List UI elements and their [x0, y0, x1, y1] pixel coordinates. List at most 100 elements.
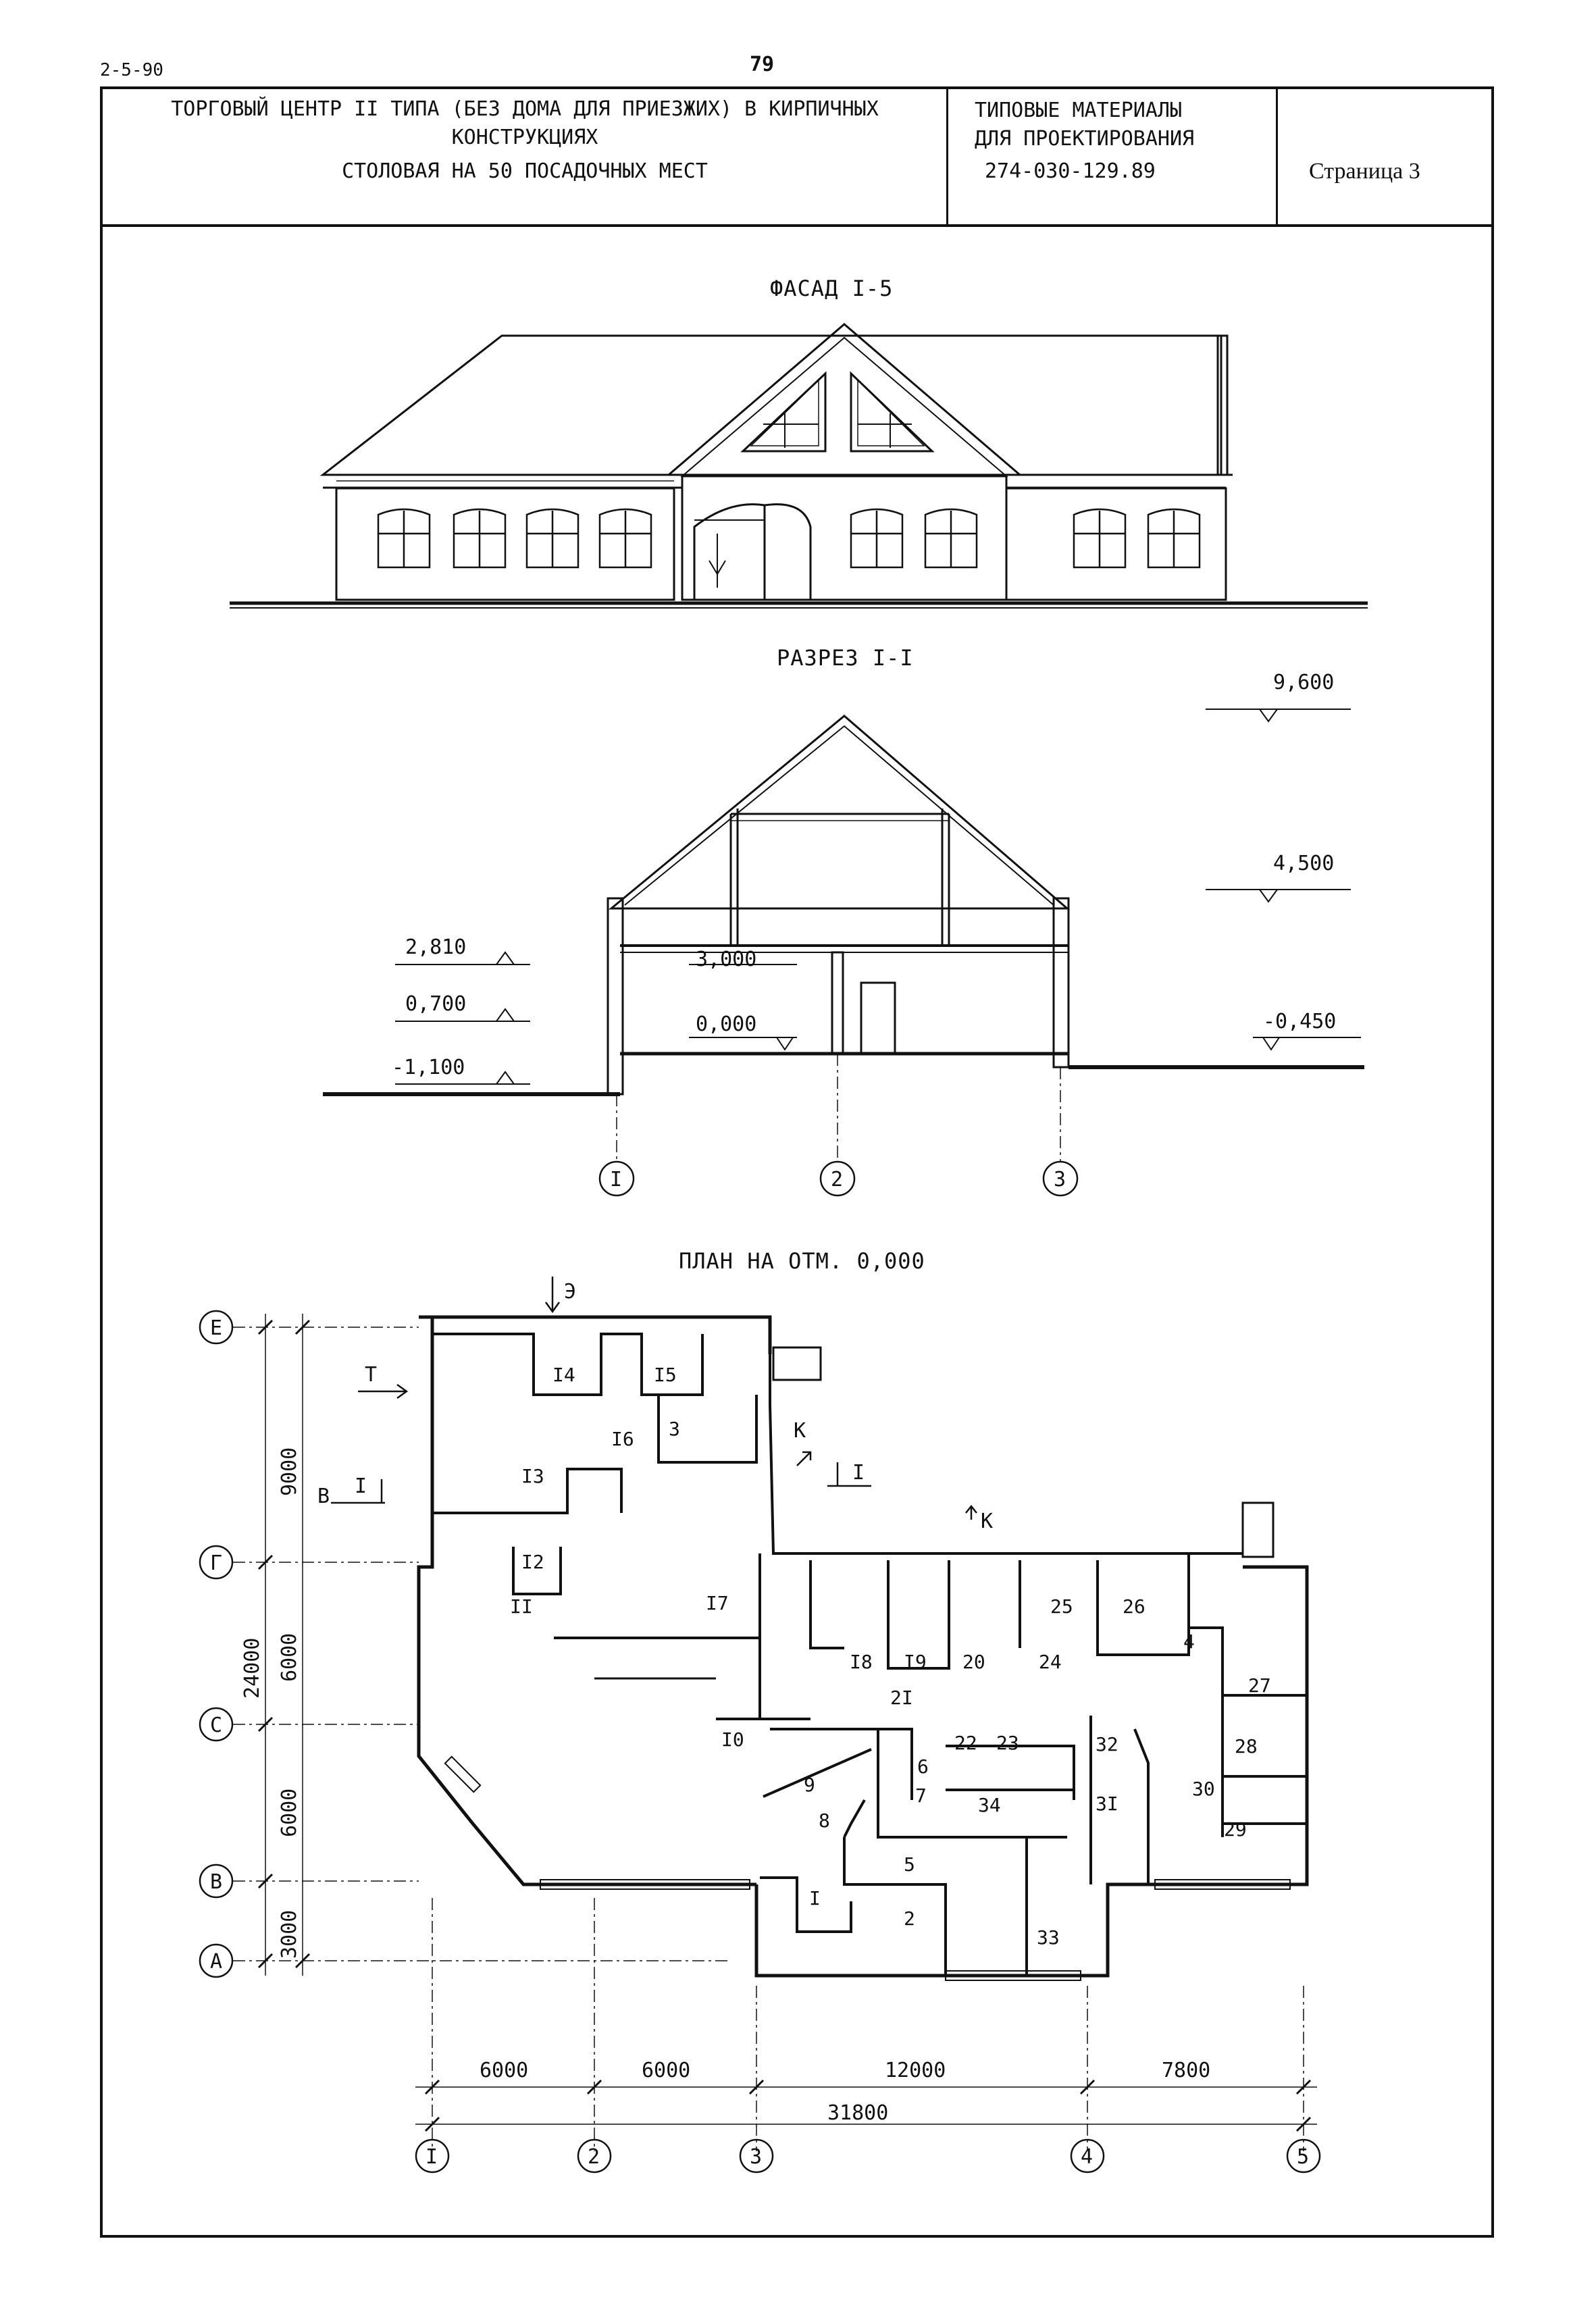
plan-row-axis-circle-g: [199, 1545, 234, 1580]
facade-right-wing: [1005, 487, 1227, 601]
facade-chimney: [1216, 334, 1229, 476]
row-dim-9000: 9000: [278, 1447, 301, 1496]
room-1: I: [809, 1887, 821, 1909]
section-axis-label-1: I: [610, 1168, 622, 1191]
room-12: I2: [521, 1551, 544, 1573]
room-numbers: I 2 3 4 5 6 7 8 9 I0 II I2 I3 I4 I5 I6 I…: [510, 1364, 1271, 1949]
room-10: I0: [721, 1728, 744, 1751]
row-axis-label-e: Е: [210, 1316, 222, 1340]
row-dim-total: 24000: [240, 1638, 264, 1699]
level-0000: 0,000: [696, 1012, 756, 1036]
room-32: 32: [1096, 1733, 1118, 1755]
section-axis-circle-1: [598, 1160, 635, 1197]
page-number: 79: [750, 53, 775, 76]
cut-mark-left: I: [355, 1474, 367, 1498]
facade-elevation: [230, 323, 1368, 609]
facade-gable-window-right: [850, 371, 935, 453]
room-21: 2I: [890, 1687, 913, 1709]
col-axis-label-3: 3: [750, 2145, 762, 2169]
section-roof: [608, 715, 1071, 910]
materials-line1: ТИПОВЫЕ МАТЕРИАЛЫ: [975, 99, 1183, 122]
level-9600: 9,600: [1273, 671, 1334, 694]
row-dim-6000-a: 6000: [278, 1633, 301, 1682]
room-9: 9: [804, 1774, 815, 1796]
plan-col-axis-circle-2: [577, 2138, 612, 2174]
room-31: 3I: [1096, 1793, 1118, 1815]
col-dim-total: 31800: [827, 2101, 888, 2125]
room-27: 27: [1248, 1674, 1271, 1697]
plan-dimension-grid: [199, 1310, 1321, 2174]
level-2810: 2,810: [405, 935, 466, 959]
section-drawing: [323, 709, 1364, 1197]
section-door: [860, 981, 896, 1055]
facade-windows: [377, 508, 1201, 569]
plan-row-axis-circle-e: [199, 1310, 234, 1345]
section-axis-label-3: 3: [1054, 1168, 1066, 1191]
room-15: I5: [654, 1364, 677, 1386]
room-18: I8: [850, 1651, 873, 1673]
col-dim-12000: 12000: [885, 2059, 946, 2082]
title-divider-2: [1276, 86, 1278, 224]
room-2: 2: [904, 1907, 915, 1930]
col-axis-label-5: 5: [1297, 2145, 1309, 2169]
project-title-line1: ТОРГОВЫЙ ЦЕНТР II ТИПА (БЕЗ ДОМА ДЛЯ ПРИ…: [171, 97, 879, 121]
room-14: I4: [552, 1364, 575, 1386]
row-axis-label-a: А: [210, 1950, 222, 1974]
plan-col-axis-circle-3: [739, 2138, 774, 2174]
row-dim-6000-b: 6000: [278, 1789, 301, 1837]
plan-wall-north: [419, 1315, 772, 1354]
section-axis-circle-3: [1042, 1160, 1079, 1197]
facade-title: ФАСАД I-5: [770, 276, 894, 301]
room-34: 34: [978, 1794, 1001, 1816]
plan-glazing: [444, 1755, 1291, 1981]
room-16: I6: [611, 1428, 634, 1450]
facade-central-gable: [665, 323, 1023, 476]
level-0700: 0,700: [405, 992, 466, 1016]
section-axis-label-2: 2: [831, 1168, 843, 1191]
plan-stair-north: [772, 1346, 822, 1381]
level-markers: [395, 709, 1361, 1085]
section-labels: 2,810 0,700 -1,100 3,000 0,000 9,600 4,5…: [392, 671, 1336, 1191]
title-block: ТОРГОВЫЙ ЦЕНТР II ТИПА (БЕЗ ДОМА ДЛЯ ПРИ…: [100, 86, 1494, 227]
entrance-mark-k2: К: [981, 1510, 993, 1533]
materials-code: 274-030-129.89: [985, 159, 1156, 183]
room-22: 22: [954, 1732, 977, 1754]
plan-row-axis-circle-v: [199, 1863, 234, 1899]
col-axis-label-4: 4: [1081, 2145, 1093, 2169]
title-divider-1: [946, 86, 948, 224]
room-7: 7: [915, 1784, 927, 1807]
plan-wall-west: [417, 1317, 756, 1886]
entrance-mark-t: Т: [365, 1363, 377, 1387]
col-dim-7800: 7800: [1162, 2059, 1210, 2082]
level-minus-1100: -1,100: [392, 1056, 465, 1079]
plan-stair-east: [1241, 1501, 1275, 1558]
room-30: 30: [1192, 1778, 1215, 1800]
project-title-line2: КОНСТРУКЦИЯХ: [451, 126, 598, 149]
plan-markers: [331, 1277, 977, 1520]
facade-entrance-door: [693, 503, 766, 601]
entrance-mark-e: Э: [564, 1280, 576, 1304]
materials-line2: ДЛЯ ПРОЕКТИРОВАНИЯ: [975, 127, 1195, 151]
row-axis-label-s: С: [210, 1714, 222, 1737]
plan-col-axis-circle-4: [1070, 2138, 1105, 2174]
cut-mark-right: I: [852, 1461, 865, 1485]
entrance-mark-k1: К: [794, 1419, 806, 1443]
row-axis-label-v: В: [210, 1870, 222, 1894]
room-17: I7: [706, 1592, 729, 1614]
room-8: 8: [819, 1809, 830, 1832]
facade-main-roof: [319, 334, 1222, 476]
level-3000: 3,000: [696, 948, 756, 971]
col-axis-label-2: 2: [588, 2145, 600, 2169]
facade-gable-window-left: [740, 371, 827, 453]
col-dim-6000-b: 6000: [642, 2059, 690, 2082]
col-axis-label-1: I: [426, 2145, 438, 2169]
row-dim-3000: 3000: [278, 1910, 301, 1959]
plan-row-axis-circle-s: [199, 1707, 234, 1742]
room-33: 33: [1037, 1926, 1060, 1949]
plan-col-axis-circle-1: [415, 2138, 450, 2174]
plan-labels: Е Г С В А I 2 3 4 5 9000 6000 6000 3000 …: [210, 1280, 1309, 2169]
section-wall-left: [607, 897, 624, 1096]
series-code: 2-5-90: [100, 60, 163, 80]
level-minus-0450: -0,450: [1263, 1010, 1336, 1033]
room-4: 4: [1183, 1630, 1195, 1653]
